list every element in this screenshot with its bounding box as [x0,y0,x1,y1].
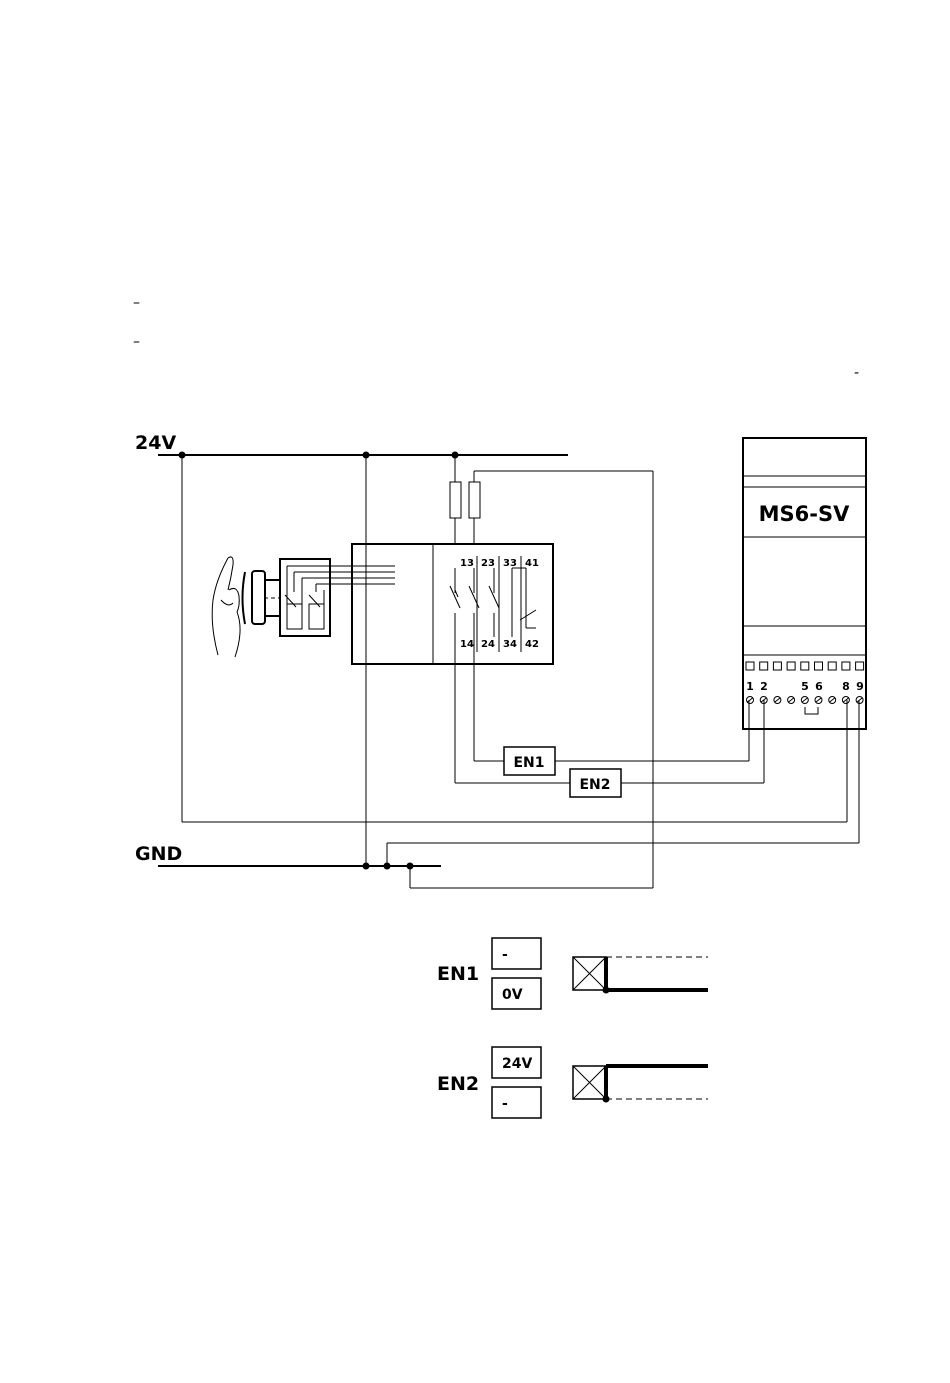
terminal-label-2: 2 [760,680,768,693]
terminal-indicator [842,662,850,670]
contact-label-13: 13 [460,558,474,569]
terminal-label-8: 8 [842,680,850,693]
terminal-screw-slot [748,698,753,702]
module-title: MS6-SV [759,502,850,526]
terminal-screw-slot [775,698,780,702]
terminal-indicator [815,662,823,670]
en1-box-label: EN1 [513,755,544,771]
legend-en2-top-value: 24V [502,1056,532,1072]
terminal-label-1: 1 [746,680,754,693]
terminal-indicator [828,662,836,670]
terminal-screw-slot [843,698,848,702]
junction-dots [179,452,610,1103]
legend-en2-label: EN2 [437,1073,479,1095]
terminal-label-9: 9 [856,680,864,693]
terminal-indicator [746,662,754,670]
terminal-indicator [787,662,795,670]
contact-label-24: 24 [481,639,495,650]
terminal-screw-slot [802,698,807,702]
contact-label-23: 23 [481,558,495,569]
fuse-2 [469,482,480,518]
en1-top-box [492,938,541,969]
terminal-screw-slot [830,698,835,702]
terminal-squares [746,662,864,670]
terminal-indicator [856,662,864,670]
terminal-screw-slot [816,698,821,702]
hand-icon [212,558,228,655]
contact-label-42: 42 [525,639,539,650]
ground-label: GND [135,843,182,865]
terminal-indicator [801,662,809,670]
fuse-1 [450,482,461,518]
en2-bottom-box [492,1087,541,1118]
contact-label-33: 33 [503,558,517,569]
terminal-indicator [760,662,768,670]
push-button [252,571,265,624]
legend-en1-bottom-value: 0V [502,987,523,1003]
legend-en2-bottom-value: - [502,1096,508,1112]
legend-en1-label: EN1 [437,963,479,985]
terminal-indicator [773,662,781,670]
terminal-label-5: 5 [801,680,809,693]
en2-box-label: EN2 [579,777,610,793]
contact-label-34: 34 [503,639,517,650]
contact-label-41: 41 [525,558,539,569]
supply-label: 24V [135,432,176,454]
terminal-screw-slot [789,698,794,702]
emergency-stop-switch [352,544,553,664]
terminal-label-6: 6 [815,680,823,693]
contact-label-14: 14 [460,639,474,650]
legend-en1-top-value: - [502,947,508,963]
terminal-screw-slot [857,698,862,702]
